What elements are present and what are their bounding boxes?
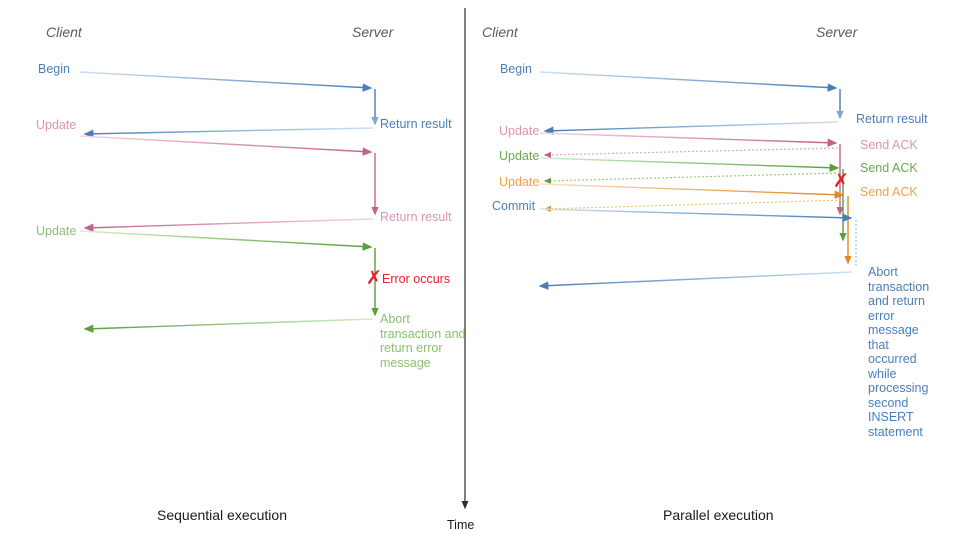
arrow-abort <box>83 318 374 333</box>
right-label-send-ack-3: Send ACK <box>860 185 918 199</box>
right-label-abort: Abort transaction and return error messa… <box>868 265 930 439</box>
arrow-update-1 <box>539 132 838 147</box>
left-label-abort: Abort transaction and return error messa… <box>380 312 466 370</box>
right-label-send-ack-1: Send ACK <box>860 138 918 152</box>
right-lane-title-client: Client <box>482 24 518 40</box>
arrow-send-ack-3 <box>543 199 846 212</box>
arrow-return-result-2 <box>83 218 374 232</box>
left-lane-title-server: Server <box>352 24 394 40</box>
left-label-error: Error occurs <box>382 272 451 286</box>
error-x-icon: ✗ <box>833 171 849 192</box>
arrow-send-ack-2 <box>543 172 841 184</box>
left-panel-arrows <box>79 71 379 333</box>
arrow-return-result <box>543 121 839 135</box>
right-label-commit: Commit <box>492 199 536 213</box>
right-label-send-ack-2: Send ACK <box>860 161 918 175</box>
left-label-update-1: Update <box>36 118 77 132</box>
right-label-update-2: Update <box>499 149 540 163</box>
left-label-return-result-1: Return result <box>380 117 452 131</box>
right-label-return-result: Return result <box>856 112 928 126</box>
right-panel-caption: Parallel execution <box>663 507 774 523</box>
time-axis-label: Time <box>447 518 475 532</box>
arrow-begin <box>79 71 373 92</box>
arrow-update-1 <box>79 135 373 156</box>
arrow-abort <box>538 271 853 290</box>
arrow-send-ack-1 <box>543 147 839 158</box>
arrow-update-2 <box>79 230 373 251</box>
left-label-update-2: Update <box>36 224 77 238</box>
arrow-commit <box>539 208 853 222</box>
right-label-update-3: Update <box>499 175 540 189</box>
right-lane-title-server: Server <box>816 24 858 40</box>
left-label-return-result-2: Return result <box>380 210 452 224</box>
left-lane-title-client: Client <box>46 24 82 40</box>
left-panel-caption: Sequential execution <box>157 507 287 523</box>
arrow-begin <box>539 71 838 92</box>
arrow-update-3 <box>539 183 845 199</box>
error-x-icon: ✗ <box>366 268 382 289</box>
right-panel-arrows <box>538 71 857 290</box>
arrow-update-2 <box>539 157 840 172</box>
arrow-return-result-1 <box>83 127 374 139</box>
right-label-update-1: Update <box>499 124 540 138</box>
right-label-begin: Begin <box>500 62 532 76</box>
left-label-begin: Begin <box>38 62 70 76</box>
